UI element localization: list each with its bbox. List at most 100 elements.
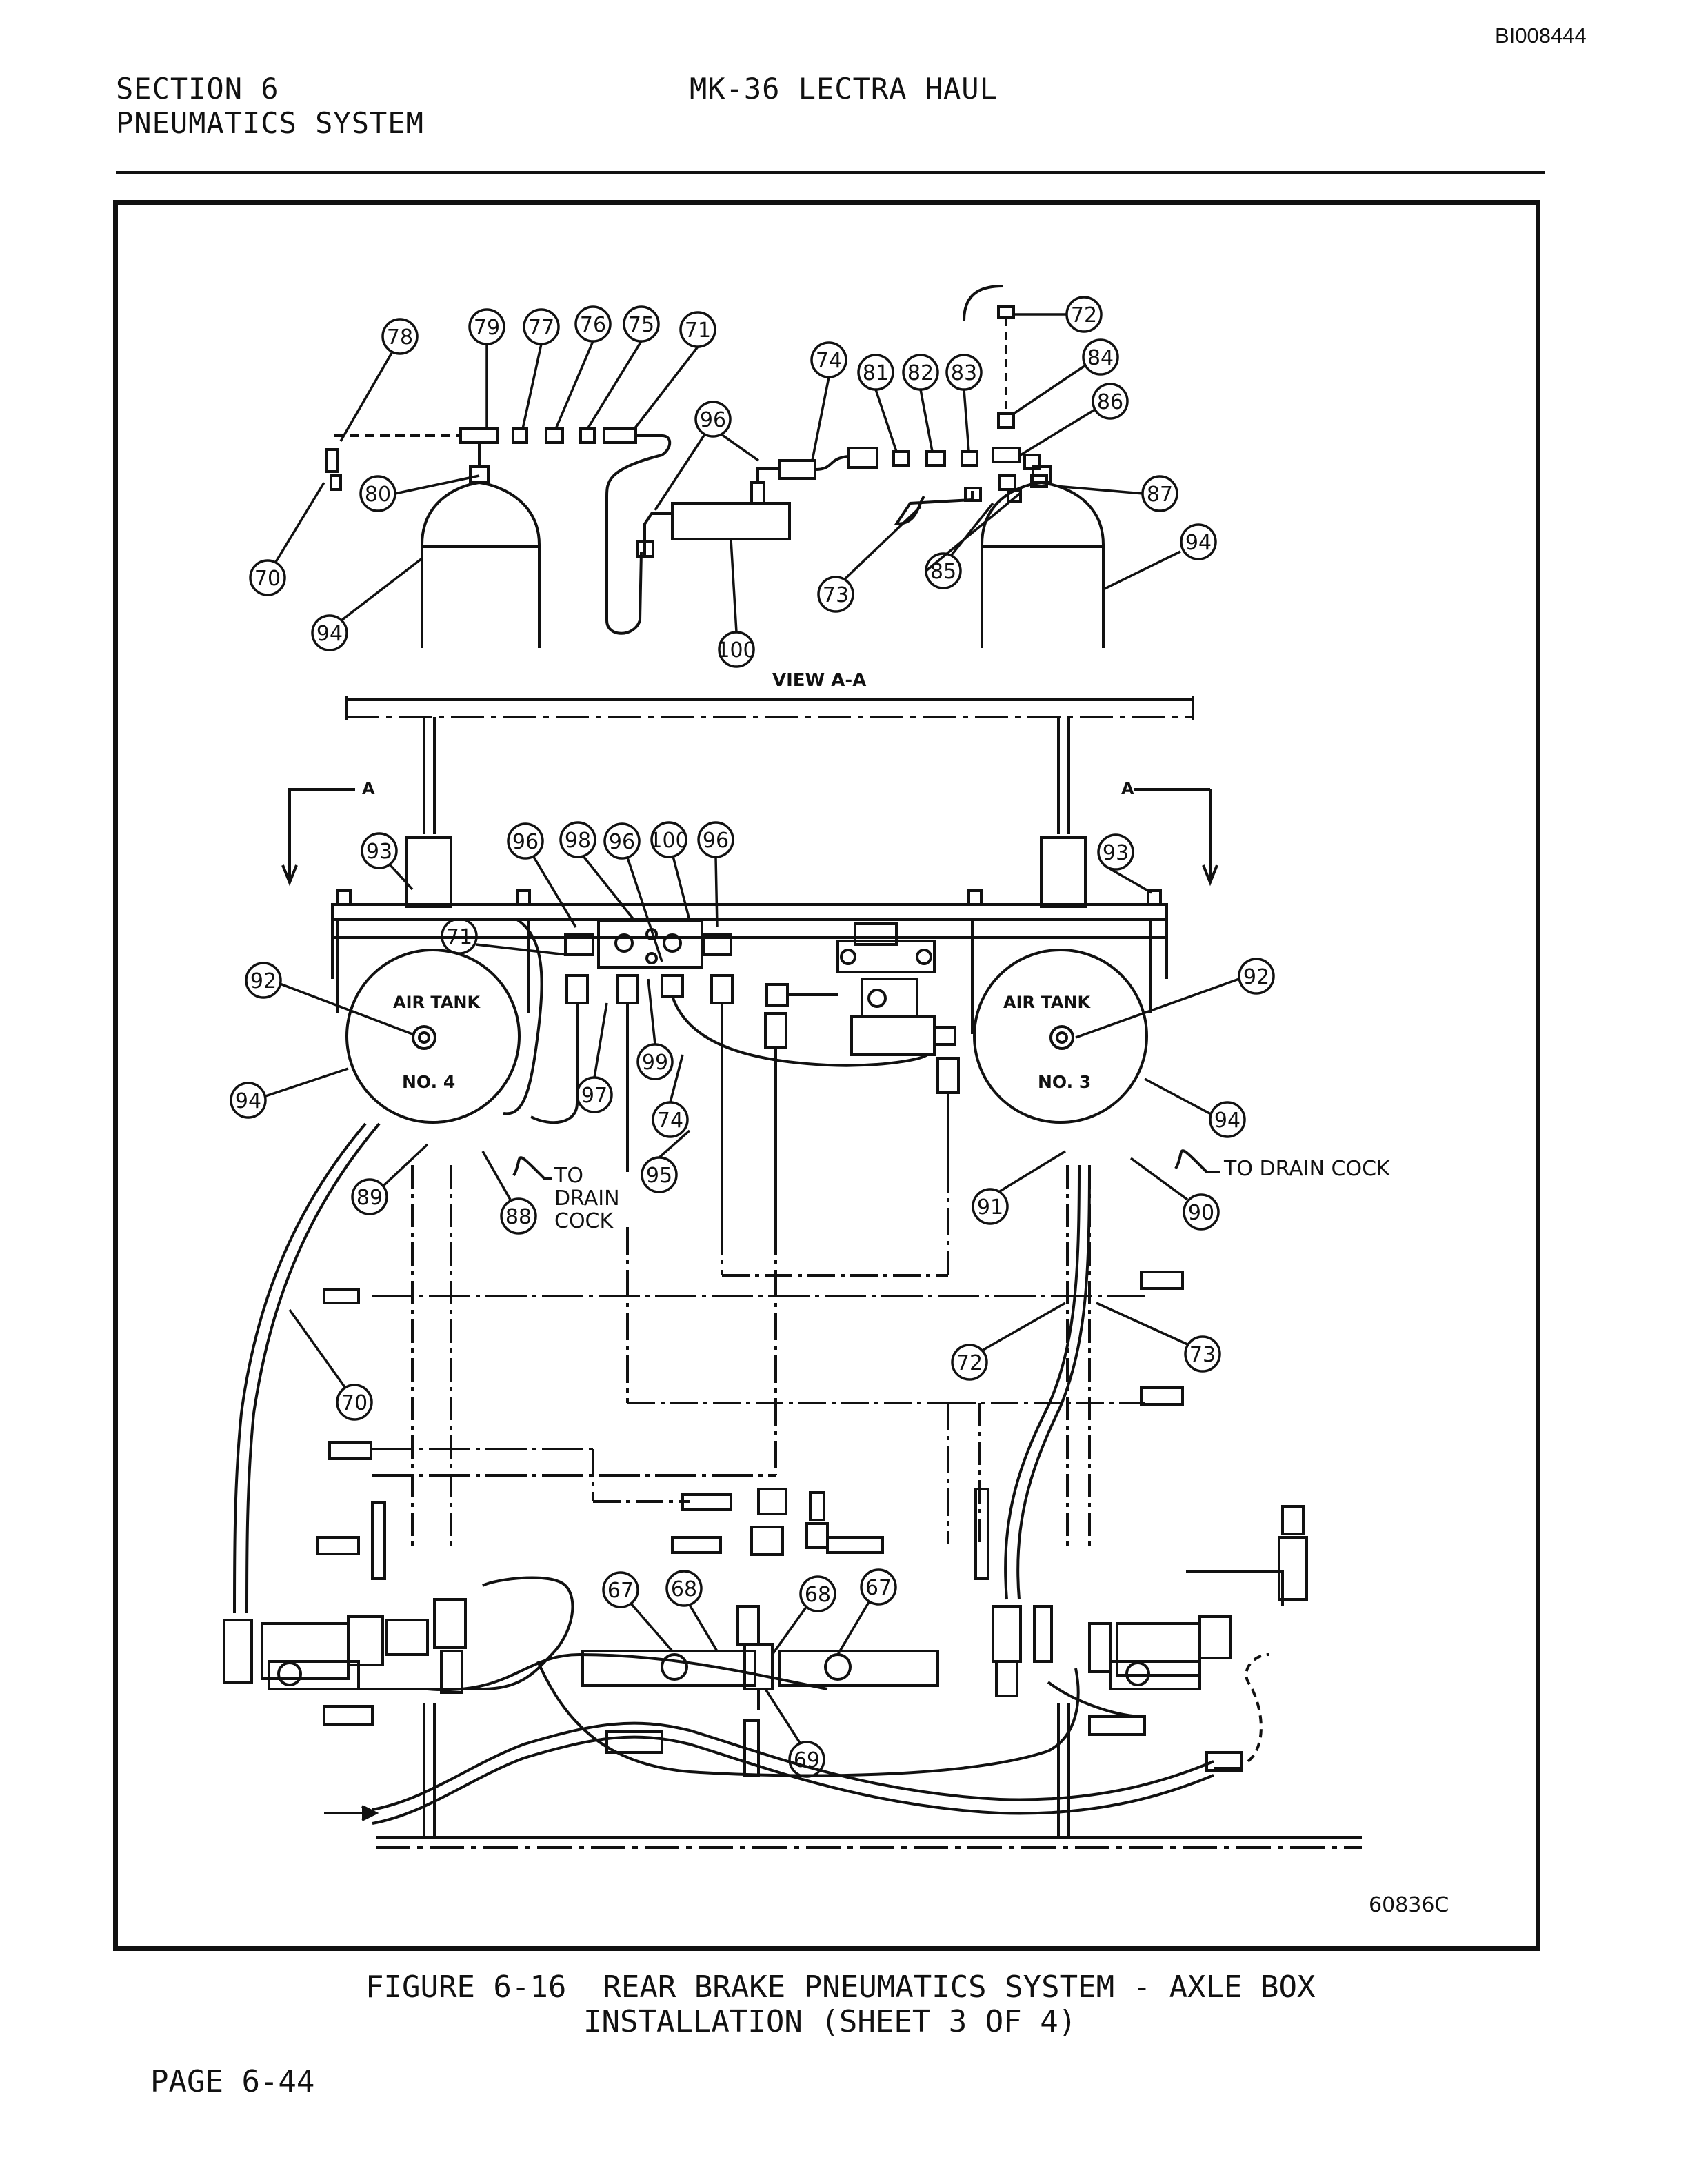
callout-balloon: 93 [1097, 833, 1134, 871]
svg-text:67: 67 [607, 1579, 634, 1603]
relay-valve [764, 922, 960, 1094]
callout-balloon: 94 [230, 1082, 267, 1119]
pilot-valve-100 [671, 502, 791, 540]
svg-text:95: 95 [646, 1164, 672, 1188]
svg-text:99: 99 [642, 1051, 668, 1075]
section-header: SECTION 6 PNEUMATICS SYSTEM [116, 72, 424, 141]
svg-text:89: 89 [356, 1186, 383, 1210]
svg-text:96: 96 [700, 408, 726, 432]
callout-balloon: 93 [361, 832, 398, 869]
svg-text:97: 97 [581, 1084, 607, 1108]
brake-chamber-right [992, 1605, 1232, 1697]
svg-text:73: 73 [1189, 1343, 1216, 1367]
view-aa-label: VIEW A-A [772, 670, 866, 691]
callout-balloon: 98 [559, 821, 596, 858]
callouts-main: 93 96 98 96 100 96 93 71 92 92 94 97 99 … [230, 821, 1275, 1778]
svg-text:74: 74 [816, 349, 842, 373]
svg-text:94: 94 [235, 1089, 261, 1113]
callout-balloon: 96 [697, 821, 734, 858]
svg-text:72: 72 [956, 1351, 983, 1375]
mounting-channel [331, 903, 1168, 921]
view-aa-detail [325, 285, 1105, 648]
callout-balloon: 100 [716, 631, 756, 668]
callout-balloon: 68 [799, 1575, 836, 1612]
axle-box-frame [281, 696, 1218, 979]
svg-text:69: 69 [794, 1748, 820, 1772]
svg-text:77: 77 [528, 316, 554, 340]
tank-dome-left [421, 481, 541, 648]
svg-text:73: 73 [823, 583, 849, 607]
svg-text:80: 80 [365, 483, 391, 507]
callout-balloon: 96 [694, 401, 732, 438]
callout-balloon: 100 [649, 821, 689, 858]
svg-text:68: 68 [671, 1577, 697, 1601]
svg-text:91: 91 [977, 1195, 1003, 1220]
callout-balloon: 78 [381, 318, 419, 355]
callout-balloon: 94 [1209, 1101, 1246, 1138]
drawing-number: 60836C [1369, 1893, 1449, 1917]
svg-text:82: 82 [907, 361, 934, 385]
svg-text:98: 98 [565, 829, 591, 853]
callout-balloon: 70 [249, 559, 286, 596]
svg-text:70: 70 [254, 567, 281, 591]
hose-end-72 [963, 285, 1004, 321]
header-rule [116, 171, 1545, 174]
callout-balloon: 81 [857, 354, 894, 391]
callout-balloon: 79 [468, 308, 505, 345]
svg-text:86: 86 [1097, 390, 1123, 414]
tee-fitting-79 [459, 427, 499, 444]
svg-text:87: 87 [1147, 483, 1173, 507]
brake-chamber-left [223, 1598, 467, 1694]
callout-balloon: 74 [652, 1101, 689, 1138]
callout-balloon: 71 [441, 918, 478, 955]
drain-left-line1: TO [554, 1164, 583, 1188]
svg-text:83: 83 [951, 361, 977, 385]
callout-balloon: 69 [788, 1741, 825, 1778]
callout-balloon: 73 [817, 576, 854, 613]
callout-balloon: 88 [500, 1197, 537, 1235]
page-number: PAGE 6-44 [150, 2064, 315, 2099]
svg-text:96: 96 [512, 830, 539, 854]
caption-line2: INSTALLATION (SHEET 3 OF 4) [583, 2004, 1077, 2039]
tank-no3-label: AIR TANK [1003, 993, 1092, 1012]
svg-text:84: 84 [1087, 346, 1114, 370]
callout-balloon: 85 [925, 552, 962, 589]
callout-balloon: 92 [245, 962, 282, 999]
svg-text:94: 94 [1185, 531, 1212, 555]
tank-dome-right [981, 481, 1105, 648]
callout-balloon: 77 [523, 308, 560, 345]
callout-balloon: 71 [679, 311, 716, 348]
callout-balloon: 95 [641, 1156, 678, 1193]
svg-text:72: 72 [1071, 303, 1097, 327]
callout-balloon: 72 [951, 1344, 988, 1381]
svg-text:76: 76 [580, 313, 606, 337]
svg-text:71: 71 [685, 318, 711, 343]
svg-text:67: 67 [865, 1576, 892, 1600]
callout-balloon: 82 [902, 354, 939, 391]
svg-text:92: 92 [1243, 965, 1269, 989]
callout-balloon: 74 [810, 341, 847, 378]
callout-balloon: 99 [636, 1043, 674, 1080]
callout-balloon: 84 [1082, 338, 1119, 376]
svg-text:100: 100 [649, 829, 688, 853]
callout-balloon: 92 [1238, 958, 1275, 995]
figure-frame [113, 200, 1540, 1951]
caption-line1: FIGURE 6-16 REAR BRAKE PNEUMATICS SYSTEM… [365, 1970, 1316, 2005]
document-id: BI008444 [1495, 23, 1587, 48]
svg-text:92: 92 [250, 969, 277, 993]
svg-text:93: 93 [366, 840, 392, 864]
svg-text:70: 70 [341, 1391, 368, 1415]
svg-text:96: 96 [703, 829, 729, 853]
callout-balloon: 80 [359, 475, 396, 512]
callout-balloon: 94 [1180, 523, 1217, 560]
svg-text:79: 79 [474, 316, 500, 340]
callout-balloon: 96 [603, 822, 641, 860]
svg-text:88: 88 [505, 1205, 532, 1229]
air-tank-no3 [971, 920, 1152, 1124]
tank-no4-number: NO. 4 [402, 1072, 455, 1092]
tube-71 [605, 434, 672, 635]
callout-balloon: 68 [665, 1570, 703, 1607]
svg-text:78: 78 [387, 325, 413, 350]
section-title: PNEUMATICS SYSTEM [116, 106, 424, 140]
